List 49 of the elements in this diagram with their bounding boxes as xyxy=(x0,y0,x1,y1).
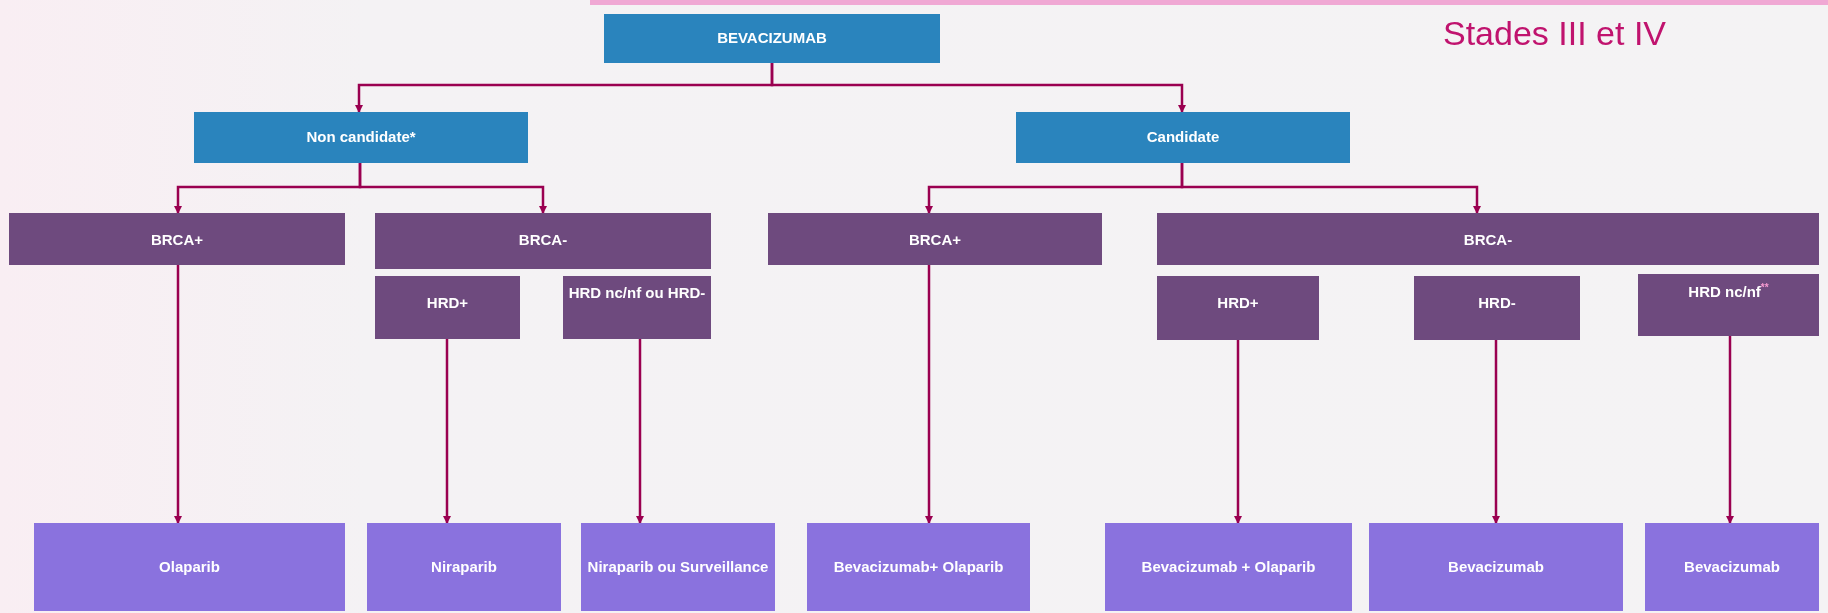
arrow xyxy=(1492,340,1500,524)
node-label: Candidate xyxy=(1146,128,1220,147)
node-label: Non candidate* xyxy=(306,128,416,147)
node-label: BRCA- xyxy=(518,231,568,250)
treatment-box xyxy=(1105,523,1352,611)
node-label: Bevacizumab + Olaparib xyxy=(1141,557,1316,577)
title: Stades III et IV xyxy=(1443,14,1666,53)
category-box xyxy=(1638,274,1819,336)
category-box xyxy=(563,276,711,339)
node-label: Niraparib ou Surveillance xyxy=(587,557,769,577)
arrow xyxy=(925,265,933,524)
treatment-box xyxy=(581,523,775,611)
node-label: HRD nc/nf ou HRD- xyxy=(568,284,706,303)
node-label: HRD- xyxy=(1478,294,1516,313)
node-label: HRD+ xyxy=(426,294,469,313)
category-box xyxy=(9,213,345,265)
treatment-box xyxy=(34,523,345,611)
category-box xyxy=(768,213,1102,265)
category-box xyxy=(1157,276,1319,340)
node-label: BRCA+ xyxy=(150,231,204,250)
node-label: Olaparib xyxy=(159,557,220,577)
arrow xyxy=(636,339,644,524)
arrow xyxy=(770,63,1186,113)
treatment-box xyxy=(1645,523,1819,611)
treatment-box xyxy=(807,523,1030,611)
decision-box xyxy=(194,112,528,163)
arrow xyxy=(1180,163,1481,214)
node-label: HRD nc/nf$^{**}$ xyxy=(1688,282,1769,302)
category-box xyxy=(375,276,520,339)
node-label: Niraparib xyxy=(431,557,497,577)
node-label: BRCA- xyxy=(1463,231,1513,250)
node-label: BEVACIZUMAB xyxy=(717,29,827,48)
arrow xyxy=(1726,336,1734,524)
decision-box xyxy=(1016,112,1350,163)
arrow xyxy=(1234,340,1242,524)
arrow xyxy=(443,339,451,524)
node-label: BRCA+ xyxy=(908,231,962,250)
arrow xyxy=(358,163,547,214)
arrow xyxy=(174,265,182,524)
node-label: Bevacizumab+ Olaparib xyxy=(833,557,1004,577)
category-box xyxy=(1414,276,1580,340)
node-label: HRD+ xyxy=(1217,294,1259,313)
treatment-box xyxy=(1369,523,1623,611)
category-box xyxy=(375,213,711,269)
node-label: Bevacizumab xyxy=(1448,557,1544,577)
decision-box xyxy=(604,14,940,63)
treatment-box xyxy=(367,523,561,611)
category-box xyxy=(1157,213,1819,265)
node-label: Bevacizumab xyxy=(1684,557,1780,577)
